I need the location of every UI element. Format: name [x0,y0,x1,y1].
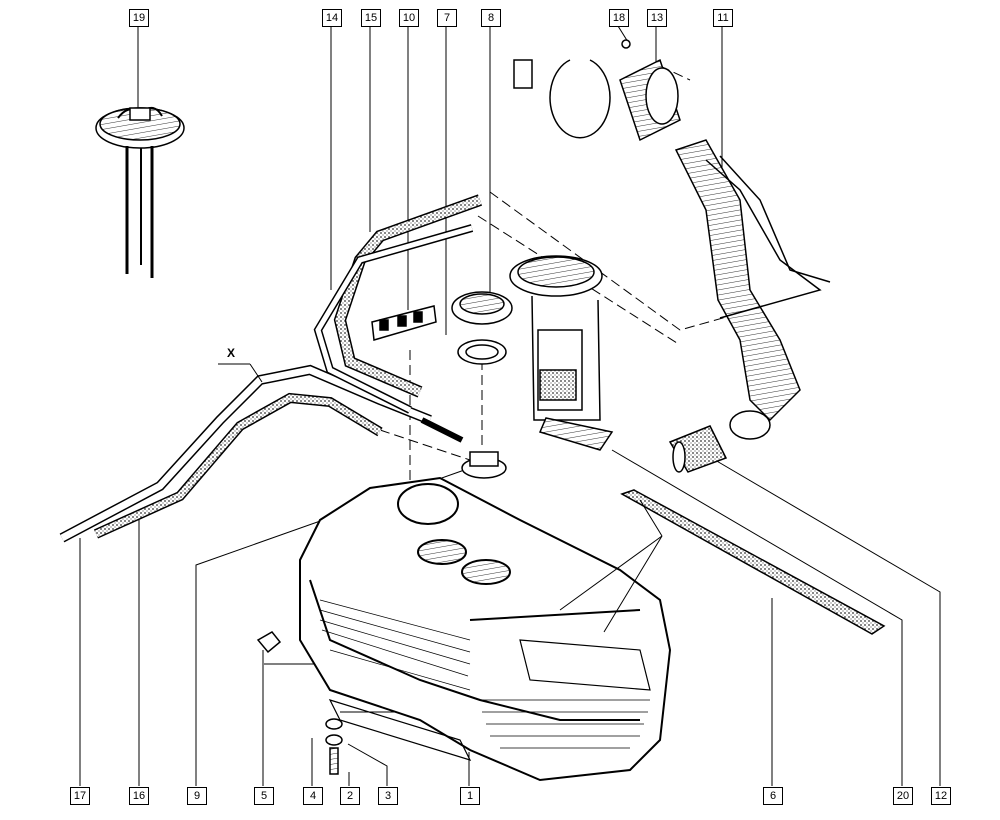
connector-block-10 [371,305,437,341]
callout-13: 13 [647,9,667,27]
callout-16: 16 [129,787,149,805]
callout-19: 19 [129,9,149,27]
callout-6: 6 [763,787,783,805]
fuel-pump-assembly [509,255,614,451]
callout-18: 18 [609,9,629,27]
callout-5: 5 [254,787,274,805]
callout-1: 1 [460,787,480,805]
sleeve-20 [668,425,728,473]
filler-cap-13 [513,39,681,142]
filler-neck-11 [674,139,831,440]
callout-8: 8 [481,9,501,27]
tank-arrows [559,499,663,633]
fuel-tank-1 [299,476,672,782]
callout-17: 17 [70,787,90,805]
callout-11: 11 [713,9,733,27]
callout-20: 20 [893,787,913,805]
callout-4: 4 [303,787,323,805]
callout-15: 15 [361,9,381,27]
foam-strip-6 [620,489,886,635]
callout-10: 10 [399,9,419,27]
sender-unit-19 [95,106,185,278]
pipes-16-17 [59,363,432,543]
callout-14: 14 [322,9,342,27]
callout-3: 3 [378,787,398,805]
callout-7: 7 [437,9,457,27]
vent-valve-9 [420,417,507,479]
leader-lines [79,25,941,786]
callout-9: 9 [187,787,207,805]
marker-x: X [227,346,236,360]
callout-2: 2 [340,787,360,805]
callout-12: 12 [931,787,951,805]
fasteners-2-3-4-5 [256,631,343,775]
cap-8-seal-7 [451,291,513,365]
pipes-14-15 [313,194,483,414]
